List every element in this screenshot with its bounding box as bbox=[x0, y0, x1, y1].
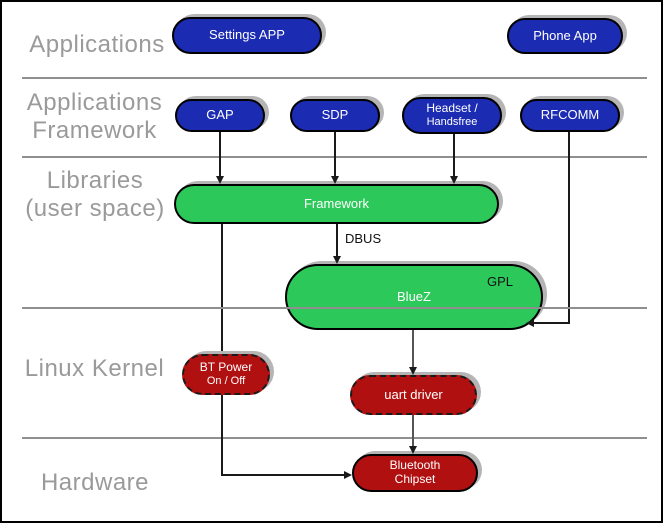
node-bluetooth-chipset: Bluetooth Chipset bbox=[352, 454, 478, 492]
layer-label-applications-line: Applications bbox=[29, 31, 165, 58]
node-headset-label-line2: Handsfree bbox=[426, 116, 478, 129]
node-rfcomm: RFCOMM bbox=[520, 99, 620, 132]
separator-applications bbox=[22, 77, 647, 79]
node-phone-app-label: Phone App bbox=[533, 27, 597, 43]
edge-sdp-framework bbox=[334, 132, 336, 184]
edge-rfcomm-bluez-horizontal bbox=[533, 322, 570, 324]
node-uart-driver: uart driver bbox=[350, 375, 477, 415]
arrowhead-sdp-framework bbox=[331, 176, 339, 184]
edge-headset-framework bbox=[453, 134, 455, 184]
layer-label-libraries-line1: Libraries bbox=[46, 167, 144, 194]
layer-label-applications: Applications bbox=[27, 31, 167, 59]
node-sdp-label: SDP bbox=[321, 107, 349, 123]
layer-label-hardware-line: Hardware bbox=[40, 469, 150, 496]
edge-framework-chipset-horizontal bbox=[221, 474, 346, 476]
node-uart-driver-label: uart driver bbox=[384, 386, 443, 402]
node-bluetooth-chipset-label-line1: Bluetooth bbox=[389, 458, 441, 473]
arrowhead-framework-chipset bbox=[344, 471, 352, 479]
separator-libraries bbox=[22, 307, 647, 309]
node-rfcomm-label: RFCOMM bbox=[540, 107, 600, 123]
node-gap-label: GAP bbox=[206, 107, 234, 123]
layer-label-linux-kernel: Linux Kernel bbox=[22, 355, 167, 383]
edge-gap-framework bbox=[219, 132, 221, 184]
edge-label-dbus: DBUS bbox=[345, 231, 382, 246]
layer-label-applications-framework-line1: Applications bbox=[26, 89, 163, 116]
node-bt-power-label-line1: BT Power bbox=[199, 360, 253, 375]
node-gap: GAP bbox=[175, 99, 265, 132]
edge-framework-bluez bbox=[336, 224, 338, 260]
arrowhead-gap-framework bbox=[216, 176, 224, 184]
arrowhead-framework-bluez bbox=[333, 256, 341, 264]
node-headset-label-line1: Headset / bbox=[426, 101, 478, 116]
node-bluez: GPL BlueZ bbox=[285, 264, 543, 330]
node-sdp: SDP bbox=[290, 99, 380, 132]
separator-linux-kernel bbox=[22, 437, 647, 439]
node-settings-app-label: Settings APP bbox=[209, 27, 285, 43]
arrowhead-rfcomm-bluez bbox=[526, 319, 534, 327]
edge-bluez-uart bbox=[412, 330, 414, 368]
node-phone-app: Phone App bbox=[507, 18, 623, 54]
node-bluez-license-label: GPL bbox=[486, 274, 513, 289]
node-bluetooth-chipset-label-line2: Chipset bbox=[394, 472, 436, 486]
node-bt-power-label-line2: On / Off bbox=[206, 375, 246, 388]
node-bluez-label: BlueZ bbox=[397, 288, 431, 304]
layer-label-hardware: Hardware bbox=[30, 469, 160, 497]
edge-rfcomm-bluez-vertical bbox=[568, 132, 570, 324]
node-bt-power: BT Power On / Off bbox=[182, 354, 270, 395]
arrowhead-uart-chipset bbox=[409, 446, 417, 454]
node-framework: Framework bbox=[174, 184, 499, 224]
node-headset-handsfree: Headset / Handsfree bbox=[402, 97, 502, 134]
edge-uart-chipset bbox=[412, 415, 414, 447]
layer-label-linux-kernel-line: Linux Kernel bbox=[24, 355, 165, 382]
node-settings-app: Settings APP bbox=[172, 17, 322, 54]
layer-label-libraries-line2: (user space) bbox=[25, 194, 165, 222]
edge-framework-chipset-vertical bbox=[221, 224, 223, 476]
arrowhead-bluez-uart bbox=[409, 367, 417, 375]
layer-label-libraries: Libraries (user space) bbox=[10, 167, 180, 222]
layer-label-applications-framework-line2: Framework bbox=[32, 116, 157, 144]
node-framework-label: Framework bbox=[303, 195, 369, 211]
layer-label-applications-framework: Applications Framework bbox=[22, 89, 167, 144]
arrowhead-headset-framework bbox=[450, 176, 458, 184]
